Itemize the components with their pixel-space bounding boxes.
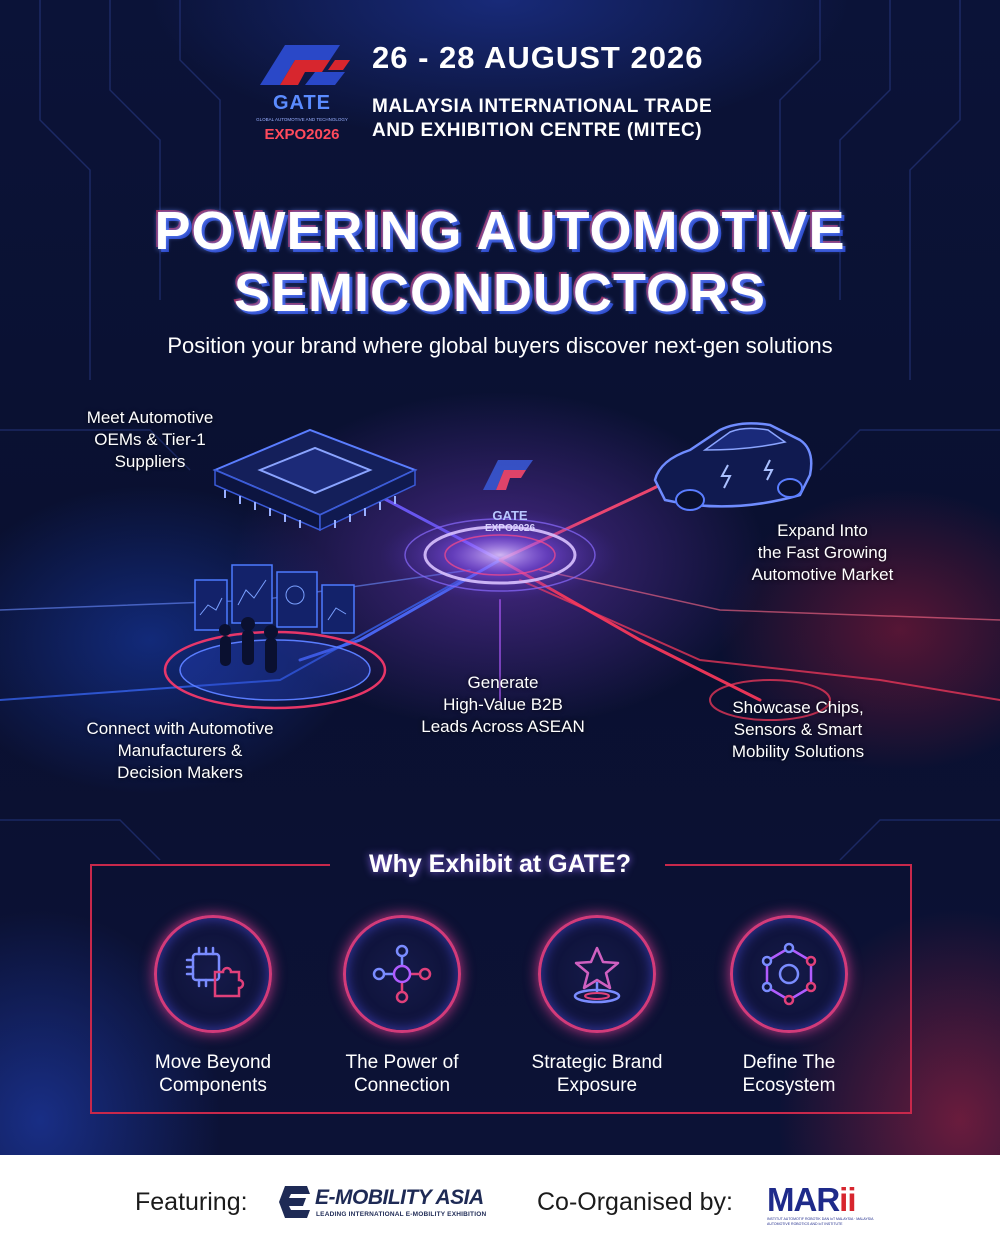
feature-line: Expand Into <box>777 521 868 540</box>
chip-puzzle-icon <box>185 946 245 998</box>
benefit-label-line: Exposure <box>556 1075 638 1096</box>
benefit-label-line: Ecosystem <box>742 1075 836 1096</box>
benefit-label-line: The Power of <box>345 1052 459 1073</box>
coorganised-label: Co-Organised by: <box>537 1188 733 1216</box>
benefit-label: Move Beyond Components <box>128 1051 298 1097</box>
event-venue: MALAYSIA INTERNATIONAL TRADE AND EXHIBIT… <box>372 95 772 143</box>
benefit-label-line: Connection <box>353 1075 451 1096</box>
why-frame-top-left <box>90 864 330 866</box>
marii-tagline: INSTITUT AUTOMOTIF ROBOTIK DAN IoT MALAY… <box>767 1217 874 1226</box>
benefit-label: Define The Ecosystem <box>704 1051 874 1097</box>
benefit-label-line: Define The <box>742 1052 836 1073</box>
benefit-label-line: Move Beyond <box>154 1052 272 1073</box>
why-exhibit-frame <box>90 864 912 1114</box>
feature-line: Sensors & Smart <box>733 720 863 739</box>
feature-line: Manufacturers & <box>117 741 243 760</box>
benefit-label-line: Components <box>159 1075 267 1096</box>
feature-connect-manufacturers: Connect with Automotive Manufacturers & … <box>45 718 315 784</box>
benefit-ring <box>538 915 656 1033</box>
benefit-ring <box>730 915 848 1033</box>
feature-line: Generate <box>467 673 539 692</box>
ecosystem-hexagon-icon <box>761 942 817 1006</box>
feature-line: Leads Across ASEAN <box>421 717 585 736</box>
center-gate-logo <box>483 460 533 490</box>
hero-subtitle: Position your brand where global buyers … <box>167 333 833 358</box>
emobility-asia-name: E-MOBILITY ASIA <box>315 1186 484 1209</box>
why-exhibit-title: Why Exhibit at GATE? <box>368 850 632 878</box>
feature-line: Connect with Automotive <box>86 719 274 738</box>
hero-title-line-2: SEMICONDUCTORS <box>233 263 767 323</box>
benefit-power-of-connection: The Power of Connection <box>317 915 487 1097</box>
venue-line-2: AND EXHIBITION CENTRE (MITEC) <box>372 120 703 141</box>
emobility-logo-mark <box>279 1186 310 1218</box>
gate-expo-logo <box>260 45 350 85</box>
logo-expo-text: EXPO2026 <box>264 126 340 143</box>
feature-meet-oems: Meet Automotive OEMs & Tier-1 Suppliers <box>50 407 250 473</box>
benefit-label-line: Strategic Brand <box>531 1052 663 1073</box>
logo-gate-text: GATE <box>272 92 332 114</box>
feature-line: Meet Automotive <box>86 408 214 427</box>
center-logo-gate: GATE <box>492 508 528 523</box>
footer-bar <box>0 1155 1000 1250</box>
featuring-label: Featuring: <box>135 1188 248 1216</box>
marii-name-main: MAR <box>767 1181 840 1218</box>
feature-line: the Fast Growing <box>757 543 888 562</box>
benefit-define-ecosystem: Define The Ecosystem <box>704 915 874 1097</box>
feature-line: Suppliers <box>114 452 186 471</box>
marii-logo: MARii <box>767 1181 857 1219</box>
benefit-strategic-exposure: Strategic Brand Exposure <box>512 915 682 1097</box>
feature-line: Mobility Solutions <box>731 742 865 761</box>
emobility-asia-tagline: LEADING INTERNATIONAL E-MOBILITY EXHIBIT… <box>316 1211 487 1218</box>
feature-line: Decision Makers <box>117 763 243 782</box>
why-frame-top-right <box>665 864 912 866</box>
logo-subtitle: GLOBAL AUTOMOTIVE AND TECHNOLOGY <box>256 117 348 122</box>
benefit-ring <box>154 915 272 1033</box>
benefit-label: The Power of Connection <box>317 1051 487 1097</box>
poster-background: GATE GLOBAL AUTOMOTIVE AND TECHNOLOGY EX… <box>0 0 1000 1155</box>
venue-line-1: MALAYSIA INTERNATIONAL TRADE <box>372 96 713 117</box>
feature-line: Automotive Market <box>751 565 894 584</box>
hero-title-line-1: POWERING AUTOMOTIVE <box>154 201 846 261</box>
center-logo-expo: EXPO2026 <box>484 523 536 534</box>
network-hub-icon <box>372 944 432 1004</box>
marii-name-ii: ii <box>839 1181 856 1218</box>
event-date: 26 - 28 AUGUST 2026 <box>372 40 704 75</box>
benefit-move-beyond: Move Beyond Components <box>128 915 298 1097</box>
star-spotlight-icon <box>573 946 621 1004</box>
feature-expand-market: Expand Into the Fast Growing Automotive … <box>715 520 930 586</box>
feature-line: OEMs & Tier-1 <box>94 430 206 449</box>
feature-line: High-Value B2B <box>443 695 563 714</box>
circuit-artwork <box>0 0 1000 861</box>
feature-line: Showcase Chips, <box>732 698 864 717</box>
feature-generate-leads: Generate High-Value B2B Leads Across ASE… <box>393 672 613 738</box>
feature-showcase-chips: Showcase Chips, Sensors & Smart Mobility… <box>698 697 898 763</box>
benefit-label: Strategic Brand Exposure <box>512 1051 682 1097</box>
benefit-ring <box>343 915 461 1033</box>
